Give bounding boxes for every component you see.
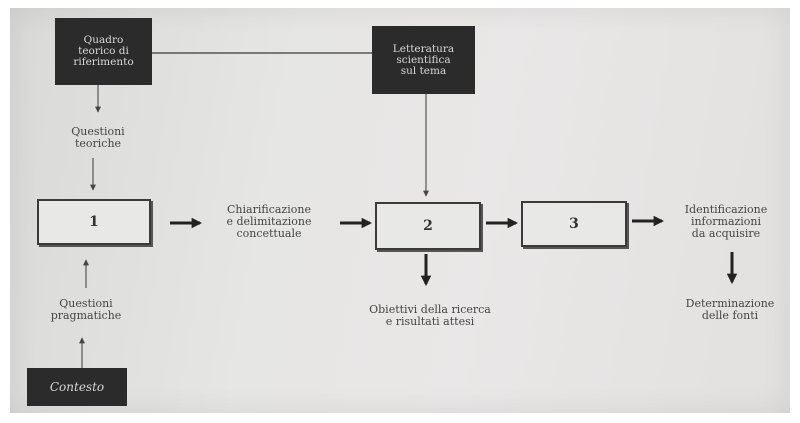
diagram-page: Quadro teorico di riferimento Letteratur… [10, 8, 790, 413]
node-letteratura-scientifica: Letteratura scientifica sul tema [372, 26, 475, 94]
node-quadro-teorico: Quadro teorico di riferimento [55, 18, 152, 85]
box-2: 2 [375, 202, 481, 250]
label-chiarificazione: Chiarificazione e delimitazione concettu… [226, 203, 312, 240]
label-determinazione: Determinazione delle fonti [685, 297, 775, 322]
box-1: 1 [37, 199, 151, 245]
label-questioni-pragmatiche: Questioni pragmatiche [50, 297, 122, 322]
node-contesto: Contesto [27, 368, 127, 406]
label-identificazione: Identificazione informazioni da acquisir… [684, 203, 768, 240]
box-3: 3 [521, 201, 627, 247]
label-questioni-teoriche: Questioni teoriche [71, 125, 125, 150]
label-obiettivi: Obiettivi della ricerca e risultati atte… [369, 303, 491, 328]
connector-layer [79, 52, 738, 368]
